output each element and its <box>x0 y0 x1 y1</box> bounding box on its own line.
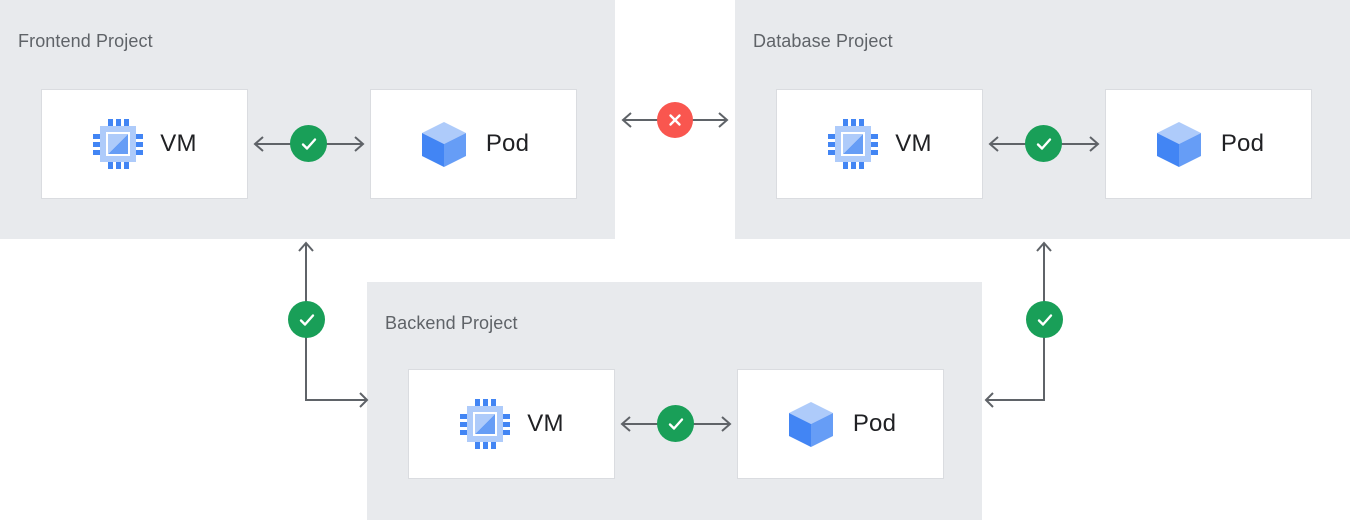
resource-card-backend-pod[interactable]: Pod <box>737 369 944 479</box>
resource-label-database-pod: Pod <box>1220 130 1265 157</box>
x-circle-icon <box>665 110 685 130</box>
check-circle-icon <box>1033 133 1055 155</box>
resource-card-database-vm[interactable]: VM <box>776 89 983 199</box>
pod-cube-icon <box>418 118 470 170</box>
check-circle-icon <box>1034 309 1056 331</box>
resource-card-backend-vm[interactable]: VM <box>408 369 615 479</box>
vm-chip-icon <box>827 118 879 170</box>
check-circle-icon <box>298 133 320 155</box>
resource-label-backend-vm: VM <box>527 410 564 437</box>
resource-label-database-vm: VM <box>895 130 932 157</box>
project-title-frontend: Frontend Project <box>18 31 153 51</box>
project-panel-frontend[interactable]: Frontend Project <box>0 0 615 239</box>
status-badge-backend-frontend[interactable] <box>288 301 325 338</box>
pod-cube-icon <box>785 398 837 450</box>
resource-card-database-pod[interactable]: Pod <box>1105 89 1312 199</box>
project-title-database: Database Project <box>753 31 893 51</box>
status-badge-backend-internal[interactable] <box>657 405 694 442</box>
status-badge-frontend-database[interactable] <box>657 102 693 138</box>
resource-label-frontend-vm: VM <box>160 130 197 157</box>
vm-chip-icon <box>459 398 511 450</box>
resource-label-frontend-pod: Pod <box>485 130 530 157</box>
project-title-backend: Backend Project <box>385 313 518 333</box>
check-circle-icon <box>665 413 687 435</box>
project-panel-backend[interactable]: Backend Project <box>367 282 982 520</box>
resource-card-frontend-vm[interactable]: VM <box>41 89 248 199</box>
status-badge-backend-database[interactable] <box>1026 301 1063 338</box>
resource-card-frontend-pod[interactable]: Pod <box>370 89 577 199</box>
vm-chip-icon <box>92 118 144 170</box>
project-panel-database[interactable]: Database Project <box>735 0 1350 239</box>
check-circle-icon <box>296 309 318 331</box>
status-badge-database-internal[interactable] <box>1025 125 1062 162</box>
pod-cube-icon <box>1153 118 1205 170</box>
status-badge-frontend-internal[interactable] <box>290 125 327 162</box>
resource-label-backend-pod: Pod <box>852 410 897 437</box>
